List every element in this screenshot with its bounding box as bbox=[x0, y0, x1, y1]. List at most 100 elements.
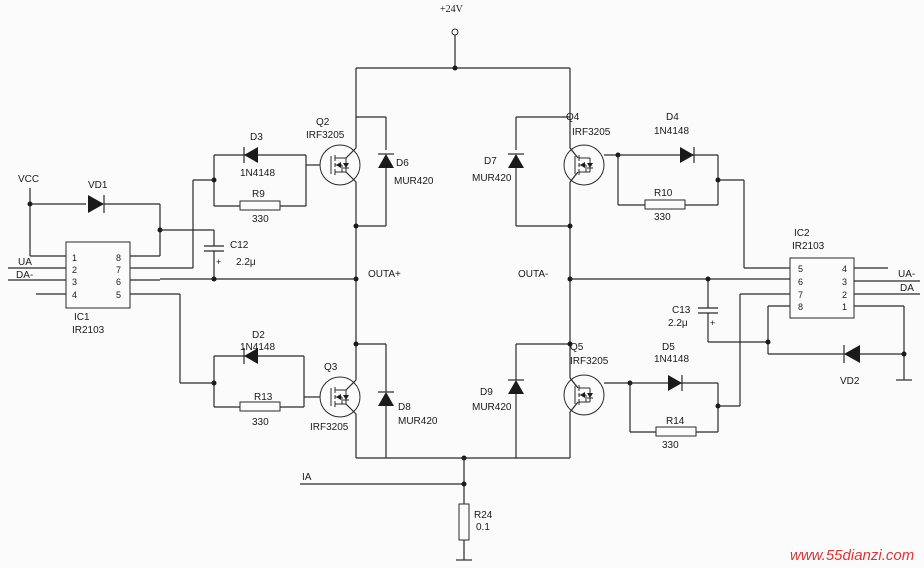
r10-value: 330 bbox=[654, 212, 671, 223]
d7-part: MUR420 bbox=[472, 173, 512, 184]
d2-diode-icon bbox=[244, 348, 258, 364]
r9-resistor-icon bbox=[239, 200, 281, 211]
ic1-input-da: DA- bbox=[16, 270, 33, 281]
ic2-input-ua: UA- bbox=[898, 269, 915, 280]
d5-ref: D5 bbox=[662, 342, 675, 353]
ic2-input-da: DA bbox=[900, 283, 914, 294]
ic1-pin-3: 3 bbox=[72, 277, 77, 287]
r9-value: 330 bbox=[252, 214, 269, 225]
d3-ref: D3 bbox=[250, 132, 263, 143]
ic1-pin-8: 8 bbox=[116, 253, 121, 263]
q4-part: IRF3205 bbox=[572, 127, 611, 138]
vd1-label: VD1 bbox=[88, 180, 108, 191]
supply-terminal bbox=[451, 28, 459, 36]
q4-mosfet-icon bbox=[563, 144, 605, 186]
vd2-diode-icon bbox=[844, 345, 860, 363]
d2-ref: D2 bbox=[252, 330, 265, 341]
d5-part: 1N4148 bbox=[654, 354, 689, 365]
q5-mosfet-icon bbox=[563, 374, 605, 416]
d8-part: MUR420 bbox=[398, 416, 438, 427]
r14-ref: R14 bbox=[666, 416, 685, 427]
ic1-pin-1: 1 bbox=[72, 253, 77, 263]
d3-part: 1N4148 bbox=[240, 168, 275, 179]
ic2-block bbox=[698, 257, 920, 381]
ic1-input-ua: UA bbox=[18, 257, 32, 268]
d4-part: 1N4148 bbox=[654, 126, 689, 137]
ic2-package bbox=[789, 257, 855, 319]
q2-mosfet-icon bbox=[319, 144, 361, 186]
ic1-block bbox=[8, 180, 224, 383]
d9-ref: D9 bbox=[480, 387, 493, 398]
ic1-part: IR2103 bbox=[72, 325, 105, 336]
ic2-pin-5: 5 bbox=[798, 264, 803, 274]
ic2-pin-6: 6 bbox=[798, 277, 803, 287]
ic1-package bbox=[65, 241, 131, 309]
ic1-pin-2: 2 bbox=[72, 265, 77, 275]
q2-part: IRF3205 bbox=[306, 130, 345, 141]
d4-ref: D4 bbox=[666, 112, 679, 123]
c13-ref: C13 bbox=[672, 305, 691, 316]
right-low-side bbox=[508, 293, 790, 458]
r10-ref: R10 bbox=[654, 188, 673, 199]
outa-plus-label: OUTA+ bbox=[368, 269, 401, 280]
d8-diode-icon bbox=[378, 392, 394, 406]
right-high-side bbox=[508, 116, 790, 310]
r14-value: 330 bbox=[662, 440, 679, 451]
ic2-part: IR2103 bbox=[792, 241, 825, 252]
c12-polarity: + bbox=[216, 257, 221, 267]
d4-diode-icon bbox=[680, 147, 694, 163]
r24-resistor-icon bbox=[458, 503, 470, 541]
ic1-ref: IC1 bbox=[74, 312, 90, 323]
q3-mosfet-icon bbox=[319, 376, 361, 418]
vd2-label: VD2 bbox=[840, 376, 860, 387]
c12-ref: C12 bbox=[230, 240, 249, 251]
ic2-pin-8: 8 bbox=[798, 302, 803, 312]
ic2-pin-7: 7 bbox=[798, 290, 803, 300]
d9-part: MUR420 bbox=[472, 402, 512, 413]
supply-label: +24V bbox=[440, 4, 464, 15]
ic2-pin-2: 2 bbox=[842, 290, 847, 300]
vd1-diode-icon bbox=[88, 195, 104, 213]
r14-resistor-icon bbox=[655, 426, 697, 437]
q2-ref: Q2 bbox=[316, 117, 330, 128]
current-sense bbox=[300, 455, 472, 561]
q5-ref: Q5 bbox=[570, 342, 584, 353]
r10-resistor-icon bbox=[644, 199, 686, 210]
watermark: www.55dianzi.com bbox=[790, 547, 914, 564]
r24-value: 0.1 bbox=[476, 522, 490, 533]
d5-diode-icon bbox=[668, 375, 682, 391]
ia-label: IA bbox=[302, 472, 312, 483]
d6-part: MUR420 bbox=[394, 176, 434, 187]
ic2-pin-3: 3 bbox=[842, 277, 847, 287]
d3-diode-icon bbox=[244, 147, 258, 163]
d2-part: 1N4148 bbox=[240, 342, 275, 353]
ic1-pin-4: 4 bbox=[72, 290, 77, 300]
q4-ref: Q4 bbox=[566, 112, 580, 123]
supply-rail bbox=[355, 28, 571, 117]
c13-value: 2.2μ bbox=[668, 318, 688, 329]
ic2-pin-1: 1 bbox=[842, 302, 847, 312]
q3-ref: Q3 bbox=[324, 362, 338, 373]
ic2-pin-4: 4 bbox=[842, 264, 847, 274]
left-high-side bbox=[193, 116, 394, 310]
d8-ref: D8 bbox=[398, 402, 411, 413]
r13-ref: R13 bbox=[254, 392, 273, 403]
c12-value: 2.2μ bbox=[236, 257, 256, 268]
q3-part: IRF3205 bbox=[310, 422, 349, 433]
ic2-ref: IC2 bbox=[794, 228, 810, 239]
d6-diode-icon bbox=[378, 154, 394, 168]
r24-ref: R24 bbox=[474, 510, 493, 521]
d7-diode-icon bbox=[508, 154, 524, 168]
vcc-label: VCC bbox=[18, 174, 39, 185]
outa-minus-label: OUTA- bbox=[518, 269, 548, 280]
r13-resistor-icon bbox=[239, 401, 281, 412]
r13-value: 330 bbox=[252, 417, 269, 428]
d7-ref: D7 bbox=[484, 156, 497, 167]
c13-polarity: + bbox=[710, 318, 715, 328]
d9-diode-icon bbox=[508, 380, 524, 394]
left-low-side bbox=[180, 310, 570, 459]
d6-ref: D6 bbox=[396, 158, 409, 169]
r9-ref: R9 bbox=[252, 189, 265, 200]
